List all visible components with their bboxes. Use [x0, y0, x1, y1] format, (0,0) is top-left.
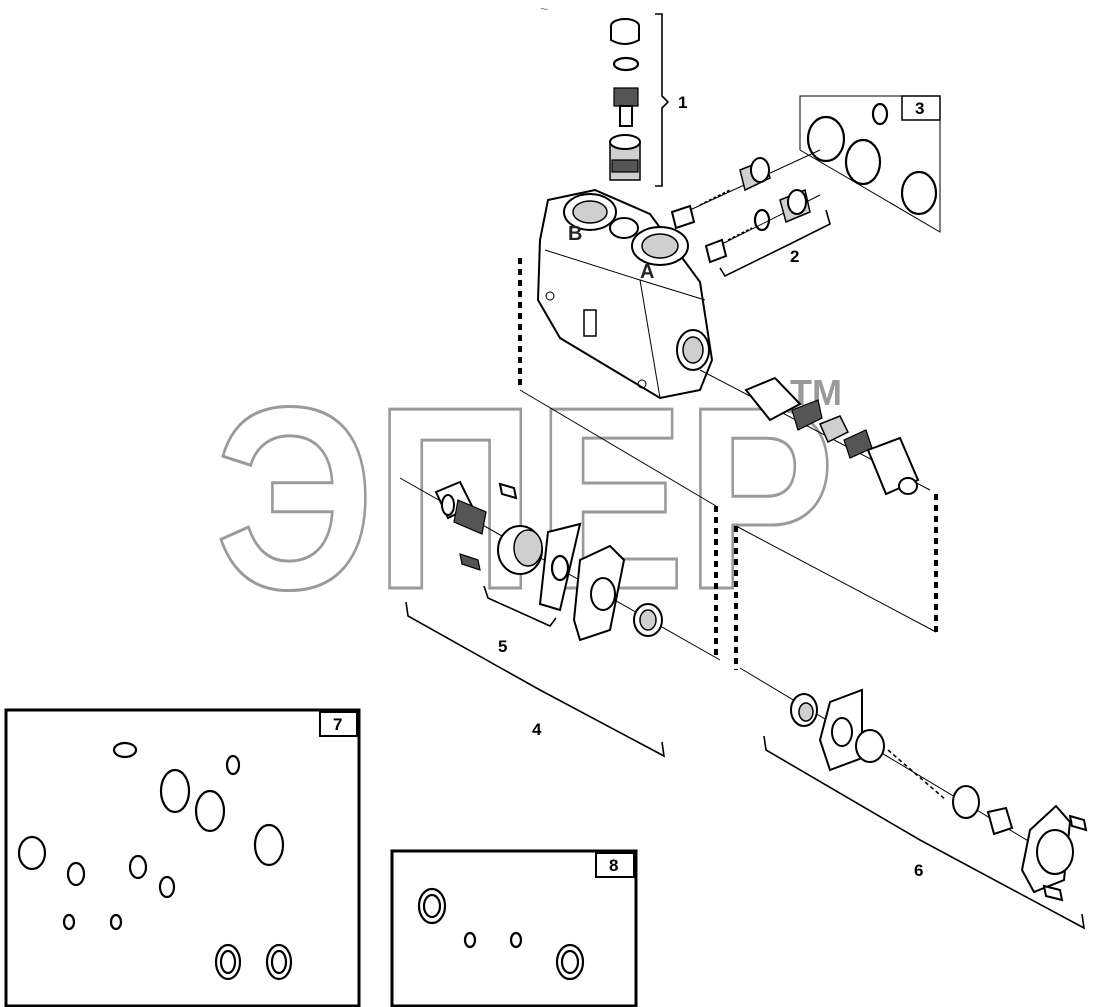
- callout-2: 2: [790, 247, 799, 266]
- callout-3: 3: [915, 99, 924, 118]
- part-group-8: 8: [390, 849, 638, 1007]
- port-letter-b: B: [568, 223, 582, 245]
- part-group-7: 7: [4, 708, 361, 1007]
- dashed-frames: [518, 258, 938, 670]
- header-mark: ~: [540, 1, 548, 17]
- callout-8: 8: [609, 856, 618, 875]
- callout-1: 1: [678, 93, 687, 112]
- part-group-4: 5 4: [399, 477, 721, 758]
- part-group-3: 3: [799, 95, 941, 233]
- watermark: ЭПЕР TM: [214, 353, 842, 646]
- callout-4: 4: [532, 720, 542, 739]
- valve-body: B A: [536, 188, 714, 400]
- callout-7: 7: [333, 715, 342, 734]
- callout-5: 5: [498, 637, 507, 656]
- callout-6: 6: [914, 861, 923, 880]
- part-group-1: 1: [609, 13, 687, 187]
- part-group-6: 6: [739, 667, 1088, 930]
- spool: [699, 369, 931, 496]
- watermark-text: ЭПЕР: [215, 354, 835, 644]
- part-group-2: 2: [670, 149, 831, 278]
- port-letter-a: A: [640, 261, 654, 283]
